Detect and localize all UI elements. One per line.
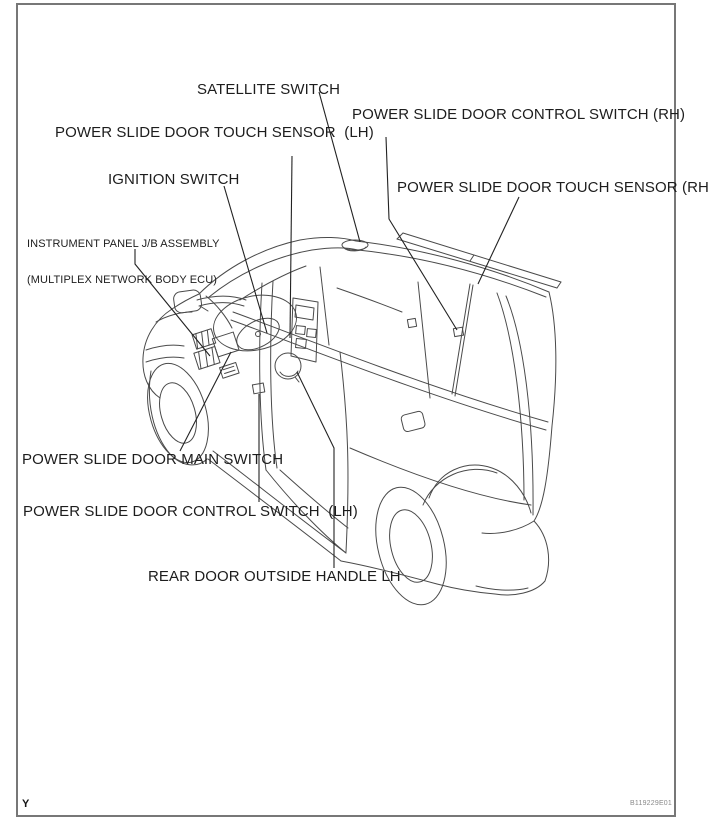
label-psd-control-switch-lh: POWER SLIDE DOOR CONTROL SWITCH (LH)	[23, 503, 358, 520]
front-wheel	[147, 362, 209, 464]
label-ignition-switch: IGNITION SWITCH	[108, 171, 240, 188]
leader-ignition-switch	[223, 185, 268, 334]
label-psd-touch-sensor-lh: POWER SLIDE DOOR TOUCH SENSOR (LH)	[55, 124, 374, 141]
leader-psd-control-switch-rh	[385, 136, 458, 331]
label-jb-assembly: INSTRUMENT PANEL J/B ASSEMBLY (MULTIPLEX…	[27, 214, 220, 298]
satellite-switch-part	[341, 239, 369, 252]
leader-psd-main-switch	[179, 351, 232, 452]
body-silhouette	[142, 237, 557, 596]
jb-assembly-part	[191, 328, 240, 370]
leader-psd-touch-sensor-rh	[477, 196, 520, 285]
leader-rear-door-handle	[296, 371, 335, 568]
label-psd-control-switch-rh: POWER SLIDE DOOR CONTROL SWITCH (RH)	[352, 106, 686, 123]
label-satellite-switch: SATELLITE SWITCH	[197, 81, 341, 98]
minivan-line-drawing	[142, 232, 562, 606]
leader-psd-touch-sensor-lh	[289, 155, 293, 339]
label-jb-assembly-line1: INSTRUMENT PANEL J/B ASSEMBLY	[27, 238, 220, 250]
label-rear-door-outside-handle-lh: REAR DOOR OUTSIDE HANDLE LH	[148, 568, 401, 585]
control-switch-rh-part	[452, 326, 465, 338]
leader-jb-assembly	[134, 249, 211, 357]
figure-code: B119229E01	[630, 800, 672, 807]
control-switch-lh-part	[251, 382, 266, 395]
clip-part	[406, 317, 418, 329]
label-psd-touch-sensor-rh: POWER SLIDE DOOR TOUCH SENSOR (RH)	[397, 179, 709, 196]
label-psd-main-switch: POWER SLIDE DOOR MAIN SWITCH	[22, 451, 284, 468]
rear-wheel	[375, 486, 447, 606]
leader-lines	[134, 91, 520, 568]
main-switch-part	[219, 362, 240, 379]
label-jb-assembly-line2: (MULTIPLEX NETWORK BODY ECU)	[27, 274, 218, 286]
fuel-lid	[400, 410, 426, 433]
leader-satellite-switch	[318, 91, 361, 243]
instrument-panel	[213, 294, 297, 352]
door-handle-part	[274, 352, 302, 380]
page-marker: Y	[22, 798, 30, 810]
